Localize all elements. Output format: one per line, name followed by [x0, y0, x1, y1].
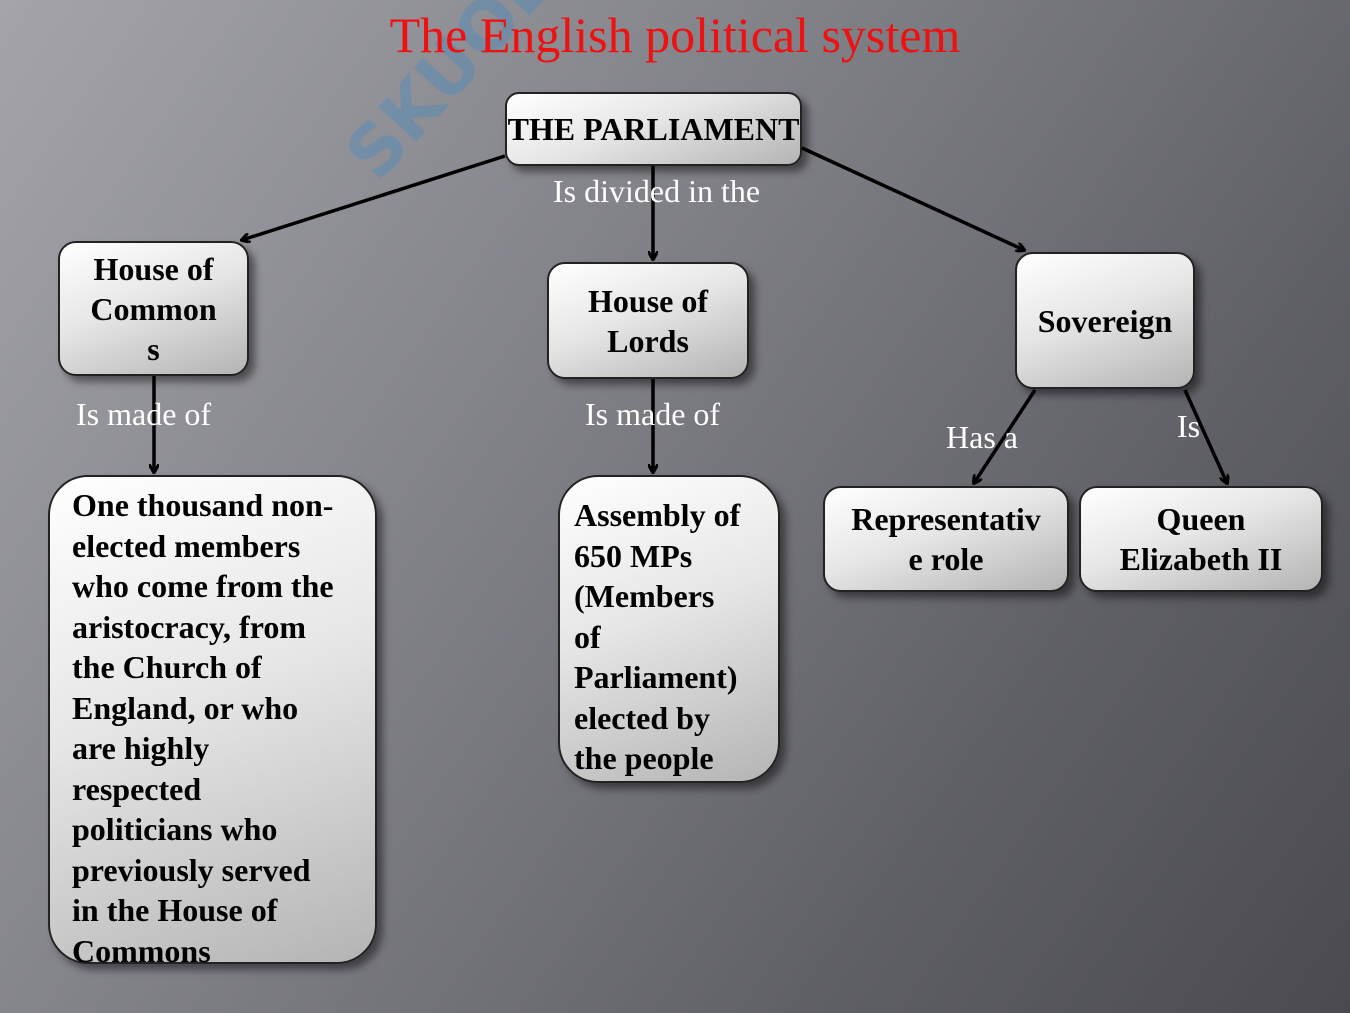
- arrow-sovereign-representative: [974, 389, 1037, 483]
- slide-title: The English political system: [389, 7, 961, 63]
- node-queen-elizabeth: Queen Elizabeth II: [1079, 486, 1323, 592]
- label-divided: Is divided in the: [553, 173, 761, 209]
- node-representative-role: Representativ e role: [823, 486, 1069, 592]
- node-house-of-commons: House of Common s: [58, 241, 249, 376]
- node-house-of-lords: House of Lords: [547, 262, 749, 379]
- arrow-sovereign-queen: [1183, 389, 1227, 483]
- arrow-parliament-commons: [242, 154, 506, 240]
- label-made-of-lords: Is made of: [585, 396, 721, 432]
- node-commons-description: One thousand non- elected members who co…: [48, 475, 377, 969]
- label-has-a: Has a: [946, 419, 1018, 455]
- node-sovereign: Sovereign: [1015, 252, 1195, 389]
- node-lords-description: Assembly of 650 MPs (Members of Parliame…: [558, 475, 780, 783]
- label-is: Is: [1177, 408, 1201, 444]
- arrow-parliament-sovereign: [801, 146, 1024, 250]
- node-parliament: THE PARLIAMENT: [505, 92, 802, 166]
- label-made-of-commons: Is made of: [76, 396, 212, 432]
